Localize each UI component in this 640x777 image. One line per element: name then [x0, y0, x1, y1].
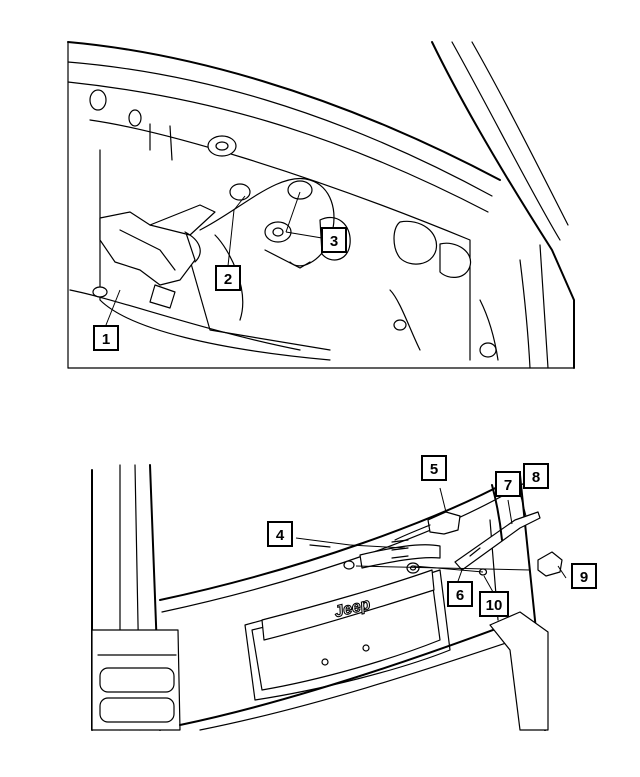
callout-10-label: 10	[486, 597, 503, 614]
callout-5: 5	[421, 455, 447, 481]
callout-3: 3	[321, 227, 347, 253]
leader-3	[285, 231, 323, 239]
liftgate-inner-view	[67, 41, 575, 369]
callout-9: 9	[571, 563, 597, 589]
callout-1-label: 1	[102, 331, 110, 348]
callout-4: 4	[267, 521, 293, 547]
pivot-cap	[537, 551, 563, 577]
callout-8-label: 8	[532, 469, 540, 486]
callout-8: 8	[523, 463, 549, 489]
callout-7: 7	[495, 471, 521, 497]
rear-wiper-blade	[491, 484, 503, 541]
callout-5-label: 5	[430, 461, 438, 478]
callout-7-label: 7	[504, 477, 512, 494]
callout-2-label: 2	[224, 271, 232, 288]
leader-2	[227, 209, 235, 267]
liftgate-top-edge	[67, 41, 501, 181]
callout-2: 2	[215, 265, 241, 291]
callout-6-label: 6	[456, 587, 464, 604]
leader-1	[105, 289, 121, 326]
callout-1: 1	[93, 325, 119, 351]
callout-6: 6	[447, 581, 473, 607]
callout-10: 10	[479, 591, 509, 617]
liftgate-exterior-view: Jeep	[91, 464, 567, 731]
callout-3-label: 3	[330, 233, 338, 250]
wiper-motor-assembly	[99, 204, 216, 309]
callout-9-label: 9	[580, 569, 588, 586]
liftgate-glass-edge	[159, 474, 521, 601]
callout-4-label: 4	[276, 527, 285, 544]
d-pillar	[431, 41, 575, 369]
